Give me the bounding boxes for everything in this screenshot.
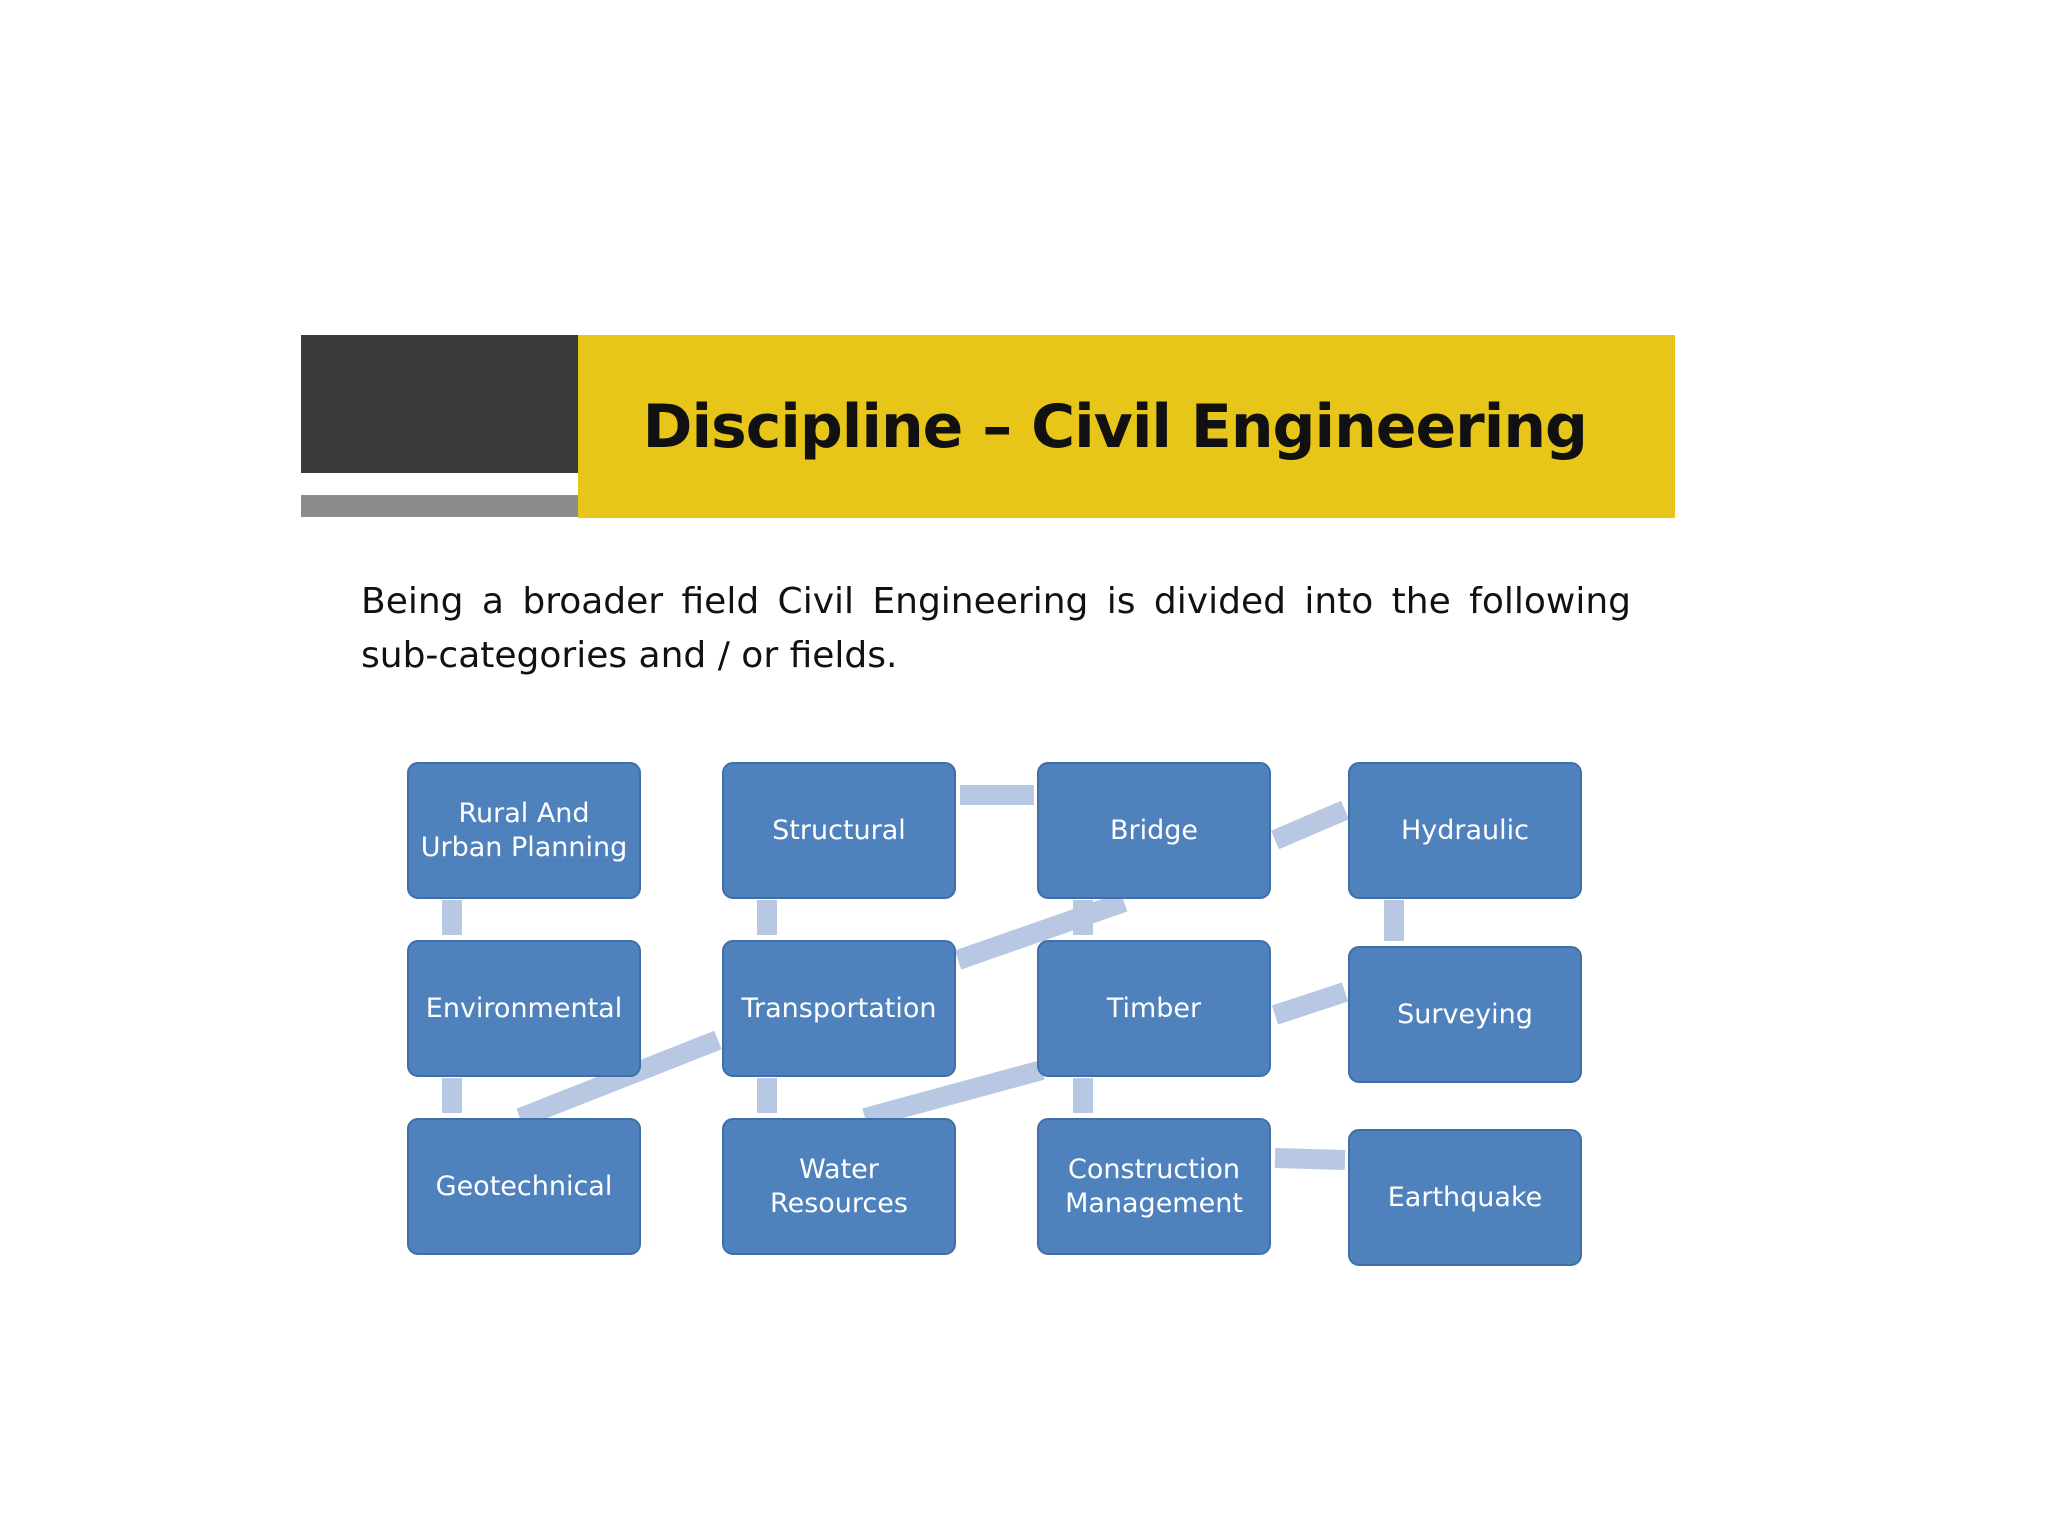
title-banner xyxy=(578,335,1675,518)
field-label: Management xyxy=(1065,1188,1243,1219)
connector-bridge-hydraulic xyxy=(1271,800,1349,850)
field-box-shape xyxy=(407,1118,641,1255)
connector-geotechnical-transportation xyxy=(516,1030,722,1128)
field-box-bridge: Bridge xyxy=(1037,762,1271,899)
field-box-shape xyxy=(1348,1129,1582,1266)
field-box-hydraulic: Hydraulic xyxy=(1348,762,1582,899)
field-box-environmental: Environmental xyxy=(407,940,641,1077)
field-label: Transportation xyxy=(741,993,937,1024)
field-label: Structural xyxy=(772,815,906,846)
field-box-shape xyxy=(407,940,641,1077)
field-label: Urban Planning xyxy=(421,832,628,863)
field-box-earthquake: Earthquake xyxy=(1348,1129,1582,1266)
field-label: Resources xyxy=(770,1188,908,1219)
field-label: Timber xyxy=(1106,993,1202,1024)
field-label: Bridge xyxy=(1110,815,1198,846)
slide-title: Discipline – Civil Engineering xyxy=(642,391,1588,462)
connector-group xyxy=(442,785,1404,1170)
field-box-geotechnical: Geotechnical xyxy=(407,1118,641,1255)
field-label: Environmental xyxy=(426,993,622,1024)
connector-water-timber xyxy=(862,1060,1045,1128)
field-label: Surveying xyxy=(1397,999,1533,1030)
field-label: Construction xyxy=(1068,1154,1240,1185)
field-box-shape xyxy=(1037,1118,1271,1255)
field-box-shape xyxy=(1348,762,1582,899)
field-box-shape xyxy=(1037,762,1271,899)
field-label: Water xyxy=(799,1154,880,1185)
header-dark-block xyxy=(301,335,579,473)
field-box-shape xyxy=(1037,940,1271,1077)
header-grey-stripe xyxy=(301,495,579,517)
field-box-structural: Structural xyxy=(722,762,956,899)
field-box-surveying: Surveying xyxy=(1348,946,1582,1083)
field-box-shape xyxy=(722,762,956,899)
connector-construction-earthquake xyxy=(1274,1148,1346,1170)
field-box-transportation: Transportation xyxy=(722,940,956,1077)
field-label: Rural And xyxy=(458,798,589,829)
connector-timber-surveying xyxy=(1271,982,1349,1025)
field-box-timber: Timber xyxy=(1037,940,1271,1077)
intro-paragraph: Being a broader field Civil Engineering … xyxy=(361,581,1631,676)
field-box-shape xyxy=(722,940,956,1077)
field-label: Earthquake xyxy=(1388,1182,1543,1213)
field-box-shape xyxy=(1348,946,1582,1083)
connector-transportation-bridge xyxy=(954,892,1128,970)
field-box-shape xyxy=(722,1118,956,1255)
field-label: Hydraulic xyxy=(1401,815,1529,846)
field-box-shape xyxy=(407,762,641,899)
field-label: Geotechnical xyxy=(436,1171,613,1202)
